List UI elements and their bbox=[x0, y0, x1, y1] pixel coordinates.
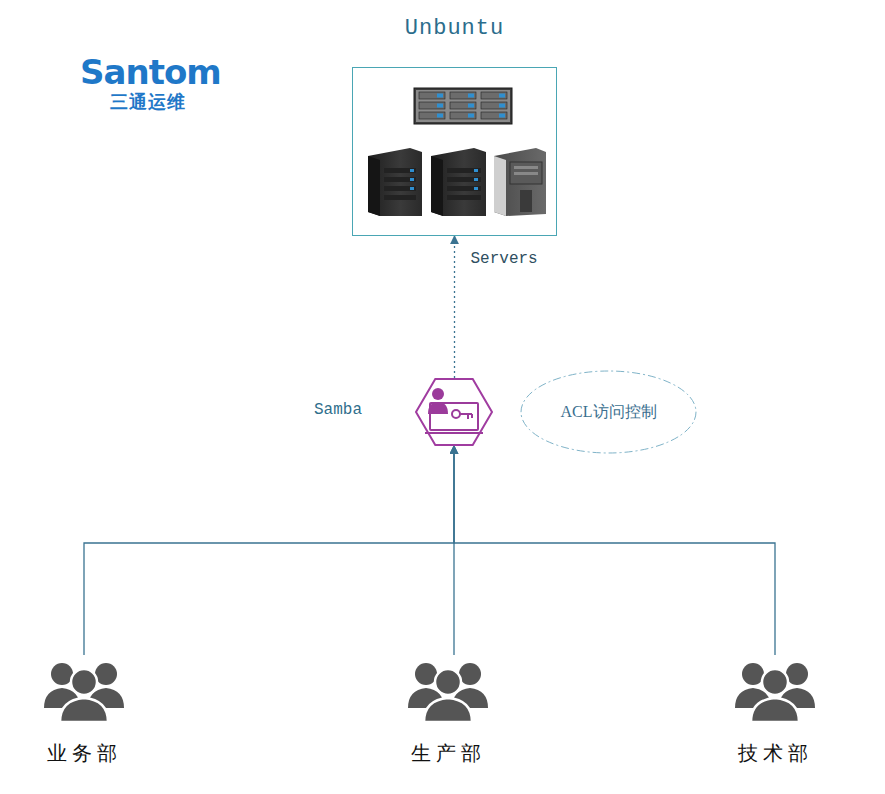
samba-hexagon: Samba bbox=[415, 378, 493, 446]
samba-icon bbox=[425, 388, 483, 433]
connector bbox=[454, 446, 775, 655]
server-group-box-shape bbox=[353, 68, 557, 236]
edge-label: Servers bbox=[469, 250, 540, 268]
node-label: 技术部 bbox=[738, 740, 813, 767]
people-icon bbox=[44, 663, 124, 722]
tower-server bbox=[368, 148, 422, 216]
logo-wordmark: Santom bbox=[80, 52, 221, 92]
node-label: ACL访问控制 bbox=[561, 402, 657, 423]
department-group: 生产部 bbox=[388, 655, 508, 773]
people-icon bbox=[735, 663, 815, 722]
server-group-box-outline bbox=[352, 67, 557, 236]
rack-server bbox=[414, 88, 512, 124]
tower-server bbox=[494, 148, 546, 216]
tower-server bbox=[431, 148, 486, 216]
node-label: 生产部 bbox=[411, 740, 486, 767]
acl-ellipse: ACL访问控制 bbox=[520, 370, 697, 454]
node-label: 业务部 bbox=[47, 740, 122, 767]
acl-ellipse-shape bbox=[521, 371, 696, 453]
dotted-arrow bbox=[454, 236, 455, 378]
connector bbox=[84, 446, 454, 655]
node-label: Unbuntu bbox=[405, 16, 504, 41]
samba-hexagon-outline bbox=[415, 378, 493, 446]
department-group: 业务部 bbox=[24, 655, 144, 773]
department-group: 技术部 bbox=[715, 655, 835, 773]
logo-subtitle: 三通运维 bbox=[110, 90, 186, 114]
samba-hexagon-shape bbox=[416, 379, 492, 445]
server-group-box: Unbuntu bbox=[352, 67, 557, 236]
people-icon bbox=[408, 663, 488, 722]
node-label: Samba bbox=[314, 401, 362, 419]
